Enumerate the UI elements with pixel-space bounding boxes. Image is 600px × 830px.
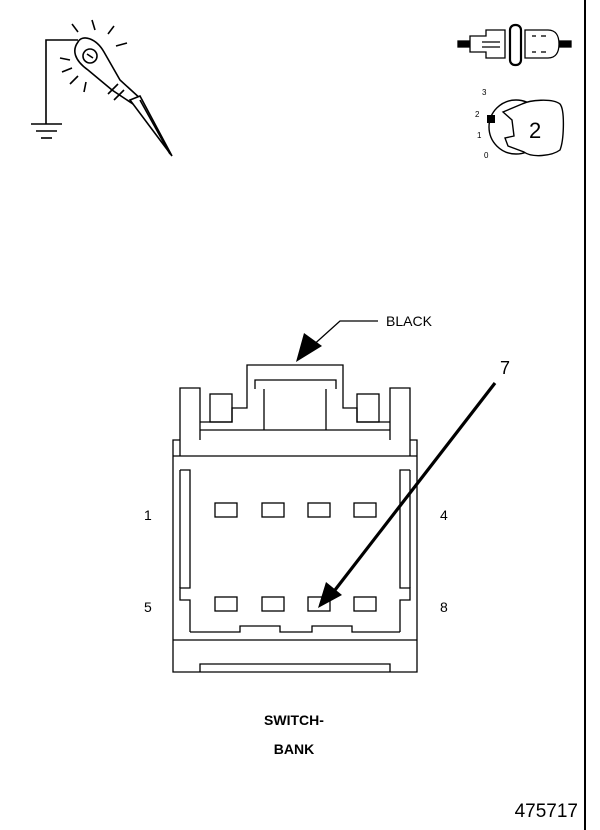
key-position-marker <box>487 115 495 123</box>
key-position-1: 1 <box>477 131 482 140</box>
pin-cavities <box>214 502 377 612</box>
key-position-3: 3 <box>482 88 487 97</box>
key-selected-position: 2 <box>529 118 541 143</box>
connector-name-line1: SWITCH- <box>264 712 324 728</box>
wire-color-callout: BLACK <box>296 313 433 362</box>
connector-disconnect-icon <box>457 23 572 67</box>
pin-label-4: 4 <box>440 507 448 523</box>
cavity-6 <box>261 596 285 612</box>
cavity-callout: 7 <box>318 358 510 608</box>
key-position-2: 2 <box>475 110 480 119</box>
cavity-4 <box>353 502 377 518</box>
cavity-2 <box>261 502 285 518</box>
pin-label-1: 1 <box>144 507 152 523</box>
cavity-1 <box>214 502 238 518</box>
cavity-5 <box>214 596 238 612</box>
ignition-key-icon: 3 2 1 0 2 <box>475 88 565 160</box>
key-position-0: 0 <box>484 151 489 160</box>
pin-label-5: 5 <box>144 599 152 615</box>
callout-number: 7 <box>500 358 510 378</box>
test-light-probe-icon <box>31 19 173 157</box>
pin-label-8: 8 <box>440 599 448 615</box>
connector-body <box>172 364 418 673</box>
figure-number: 475717 <box>515 801 578 822</box>
wire-color-label: BLACK <box>386 313 433 329</box>
cavity-8 <box>353 596 377 612</box>
page-border <box>584 0 586 830</box>
connector-name-line2: BANK <box>274 741 314 757</box>
cavity-3 <box>307 502 331 518</box>
